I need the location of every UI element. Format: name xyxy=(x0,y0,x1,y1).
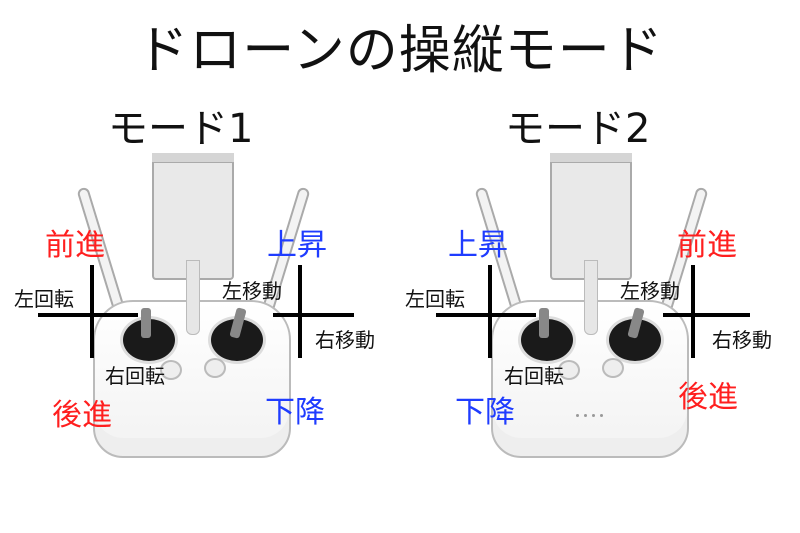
crosshair-right-horizontal xyxy=(273,313,354,317)
label-move-left: 左移動 xyxy=(222,279,282,303)
label-right-top: 上昇 xyxy=(267,228,327,263)
phone-holder-clamp xyxy=(152,153,234,163)
crosshair-left-vertical xyxy=(90,265,94,358)
label-move-right: 右移動 xyxy=(712,328,772,352)
mode1-heading: モード1 xyxy=(108,106,254,152)
button-icon xyxy=(602,358,624,378)
led-dot-icon xyxy=(592,414,595,417)
phone-holder-clamp xyxy=(550,153,632,163)
holder-stem xyxy=(186,260,200,335)
button-icon xyxy=(558,360,580,380)
crosshair-left-horizontal xyxy=(38,313,138,317)
crosshair-left-vertical xyxy=(488,265,492,358)
led-dot-icon xyxy=(584,414,587,417)
phone-holder-icon xyxy=(550,153,632,280)
label-left-top: 前進 xyxy=(45,228,105,263)
button-icon xyxy=(160,360,182,380)
left-stick-knob xyxy=(539,308,549,338)
label-left-bottom: 後進 xyxy=(52,398,112,433)
holder-stem xyxy=(584,260,598,335)
crosshair-left-horizontal xyxy=(436,313,536,317)
label-move-left: 左移動 xyxy=(620,279,680,303)
page-title: ドローンの操縦モード xyxy=(136,21,664,81)
label-rotate-left: 左回転 xyxy=(14,287,74,311)
mode1-diagram: 前進 上昇 後進 下降 左回転 右回転 左移動 右移動 xyxy=(14,153,375,458)
label-left-bottom: 下降 xyxy=(455,395,515,430)
mode2-diagram: 上昇 前進 下降 後進 左回転 右回転 左移動 右移動 xyxy=(398,0,798,533)
crosshair-right-vertical xyxy=(691,265,695,358)
crosshair-right-horizontal xyxy=(663,313,750,317)
label-right-top: 前進 xyxy=(677,228,737,263)
label-right-bottom: 後進 xyxy=(678,380,738,415)
label-left-top: 上昇 xyxy=(448,228,508,263)
label-move-right: 右移動 xyxy=(315,328,375,352)
left-stick-knob xyxy=(141,308,151,338)
crosshair-right-vertical xyxy=(298,265,302,358)
label-rotate-left: 左回転 xyxy=(405,287,465,311)
led-dot-icon xyxy=(576,414,579,417)
label-right-bottom: 下降 xyxy=(265,395,325,430)
mode2-heading: モード2 xyxy=(505,106,651,152)
button-icon xyxy=(204,358,226,378)
label-rotate-right: 右回転 xyxy=(504,364,564,388)
label-rotate-right: 右回転 xyxy=(105,364,165,388)
led-dot-icon xyxy=(600,414,603,417)
